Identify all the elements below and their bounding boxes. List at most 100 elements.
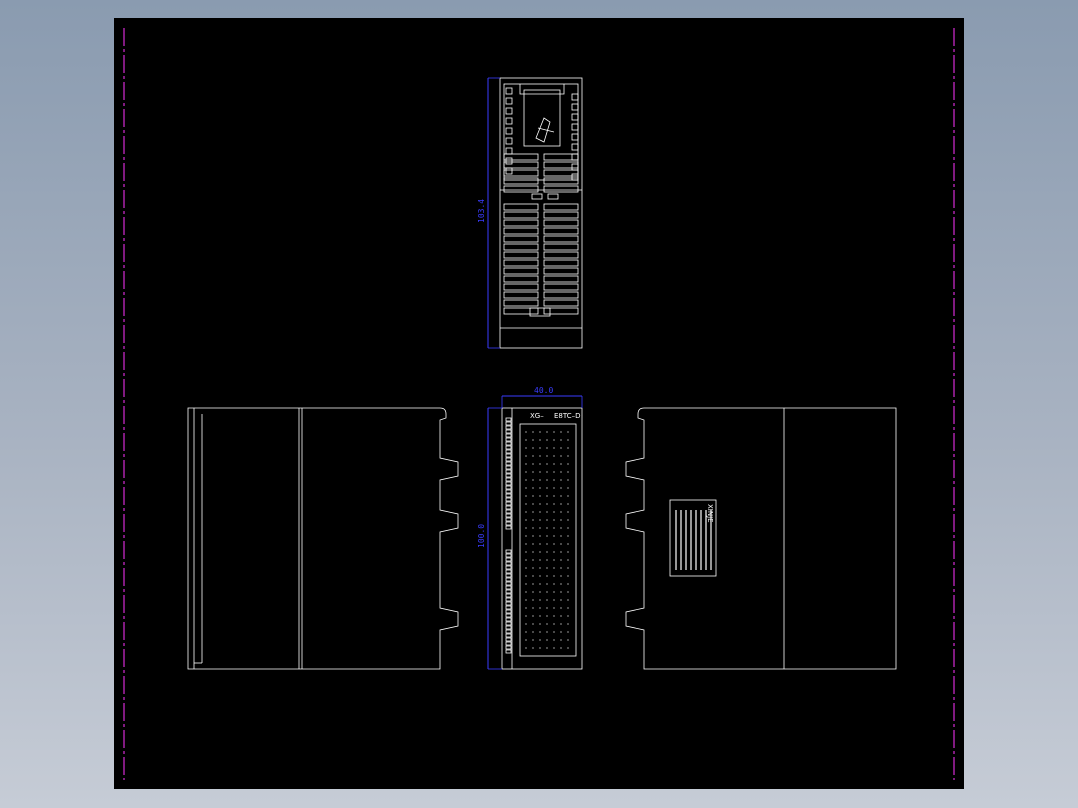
terminal-dot bbox=[539, 599, 541, 601]
terminal-dot bbox=[560, 615, 562, 617]
terminal-dot bbox=[567, 559, 569, 561]
front-pin bbox=[505, 613, 512, 618]
terminal-dot bbox=[553, 559, 555, 561]
terminal-dot bbox=[525, 463, 527, 465]
terminal-dot bbox=[560, 543, 562, 545]
terminal-dot bbox=[546, 543, 548, 545]
terminal-dot bbox=[560, 511, 562, 513]
terminal-dot bbox=[532, 447, 534, 449]
front-label-model-suffix: E8TC–D bbox=[554, 412, 581, 420]
top-view-terminal bbox=[503, 275, 539, 283]
front-pin bbox=[505, 589, 512, 594]
front-pin bbox=[505, 621, 512, 626]
terminal-dot bbox=[553, 447, 555, 449]
front-pin bbox=[505, 465, 512, 470]
top-view-square bbox=[505, 147, 513, 155]
terminal-dot bbox=[525, 439, 527, 441]
terminal-dot bbox=[560, 431, 562, 433]
terminal-dot bbox=[525, 503, 527, 505]
terminal-dot bbox=[539, 607, 541, 609]
terminal-dot bbox=[560, 607, 562, 609]
top-view-terminal bbox=[543, 283, 579, 291]
terminal-dot bbox=[525, 599, 527, 601]
terminal-dot bbox=[567, 575, 569, 577]
terminal-dot bbox=[525, 479, 527, 481]
terminal-dot bbox=[539, 503, 541, 505]
top-view-square bbox=[571, 133, 579, 141]
terminal-dot bbox=[567, 615, 569, 617]
front-pin bbox=[505, 461, 512, 466]
top-view-terminal bbox=[503, 227, 539, 235]
terminal-dot bbox=[546, 575, 548, 577]
terminal-dot bbox=[553, 479, 555, 481]
terminal-dot bbox=[567, 535, 569, 537]
top-view-terminal bbox=[543, 153, 579, 161]
front-pin bbox=[505, 561, 512, 566]
terminal-dot bbox=[553, 495, 555, 497]
terminal-dot bbox=[525, 535, 527, 537]
top-view-terminal bbox=[503, 283, 539, 291]
terminal-dot bbox=[560, 439, 562, 441]
terminal-dot bbox=[525, 447, 527, 449]
top-view-square bbox=[505, 117, 513, 125]
front-pin bbox=[505, 585, 512, 590]
terminal-dot bbox=[532, 647, 534, 649]
front-pin bbox=[505, 521, 512, 526]
front-pin bbox=[505, 497, 512, 502]
front-terminal-dots bbox=[525, 431, 569, 649]
top-view-square bbox=[505, 97, 513, 105]
terminal-dot bbox=[539, 487, 541, 489]
front-pin bbox=[505, 493, 512, 498]
top-view-terminal bbox=[543, 251, 579, 259]
top-view-square bbox=[571, 173, 579, 181]
cad-viewport[interactable]: 103.4 40.0 100.0 XG– E8TC–D XINJE bbox=[114, 18, 964, 789]
terminal-dot bbox=[539, 447, 541, 449]
terminal-dot bbox=[539, 551, 541, 553]
terminal-dot bbox=[553, 631, 555, 633]
terminal-dot bbox=[553, 647, 555, 649]
terminal-dot bbox=[553, 607, 555, 609]
terminal-dot bbox=[546, 431, 548, 433]
cad-drawing: 103.4 40.0 100.0 XG– E8TC–D XINJE bbox=[123, 28, 955, 780]
terminal-dot bbox=[546, 519, 548, 521]
terminal-dot bbox=[560, 575, 562, 577]
terminal-dot bbox=[553, 535, 555, 537]
front-label-model-prefix: XG– bbox=[530, 412, 544, 420]
terminal-dot bbox=[546, 599, 548, 601]
terminal-dot bbox=[546, 551, 548, 553]
terminal-dot bbox=[525, 615, 527, 617]
terminal-dot bbox=[532, 455, 534, 457]
top-view-terminal bbox=[543, 291, 579, 299]
terminal-dot bbox=[567, 599, 569, 601]
terminal-dot bbox=[546, 447, 548, 449]
terminal-dot bbox=[532, 615, 534, 617]
terminal-dot bbox=[532, 431, 534, 433]
front-view bbox=[501, 407, 583, 670]
front-pin bbox=[505, 525, 512, 530]
top-view-square bbox=[571, 103, 579, 111]
terminal-dot bbox=[532, 479, 534, 481]
terminal-dot bbox=[567, 567, 569, 569]
front-pin bbox=[505, 645, 512, 650]
top-view-terminal bbox=[503, 185, 539, 193]
front-pin bbox=[505, 649, 512, 654]
terminal-dot bbox=[560, 623, 562, 625]
top-view-square bbox=[505, 157, 513, 165]
terminal-dot bbox=[546, 455, 548, 457]
top-view-terminal bbox=[503, 169, 539, 177]
terminal-dot bbox=[546, 647, 548, 649]
terminal-dot bbox=[525, 471, 527, 473]
top-view-terminal bbox=[543, 259, 579, 267]
terminal-dot bbox=[546, 471, 548, 473]
terminal-dot bbox=[525, 647, 527, 649]
front-pin bbox=[505, 637, 512, 642]
front-pin bbox=[505, 569, 512, 574]
terminal-dot bbox=[525, 431, 527, 433]
front-pin bbox=[505, 505, 512, 510]
top-view-terminal bbox=[543, 211, 579, 219]
side-view-right bbox=[625, 407, 897, 670]
top-view-terminal bbox=[503, 243, 539, 251]
top-view-square bbox=[571, 143, 579, 151]
terminal-dot bbox=[553, 487, 555, 489]
terminal-dot bbox=[560, 567, 562, 569]
